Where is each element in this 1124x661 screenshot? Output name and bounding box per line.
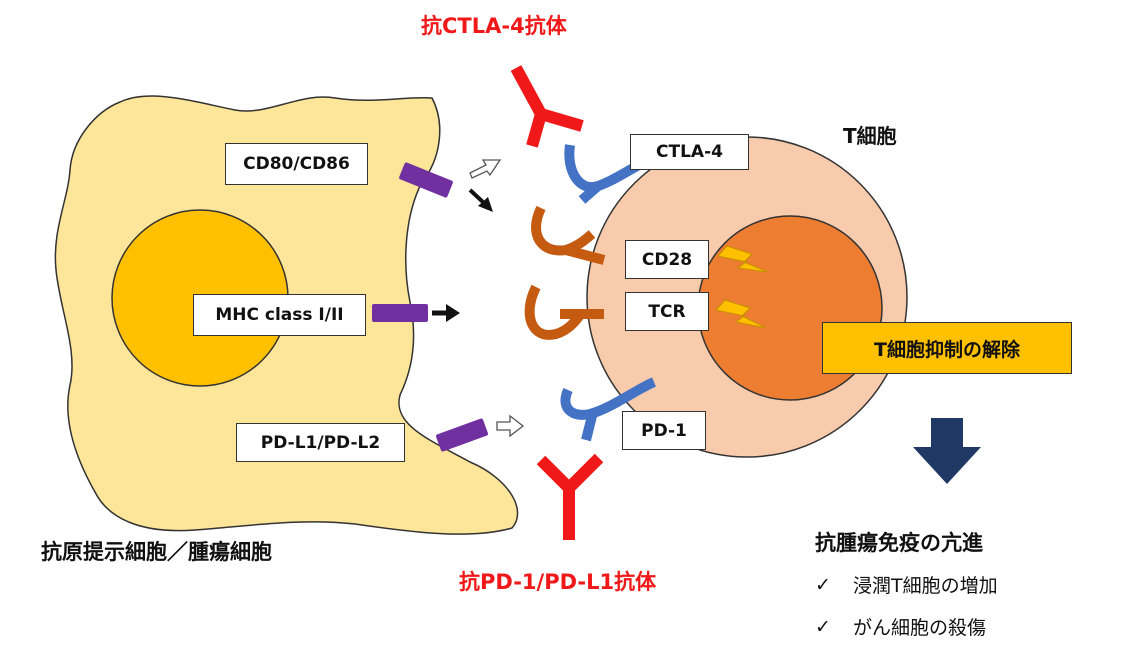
apc-cell-title: 抗原提示細胞／腫瘍細胞 (41, 540, 272, 564)
hollow-arrow-lower (496, 414, 525, 438)
cd80-ligand (399, 162, 453, 198)
lightning-icon (717, 245, 769, 273)
solid-arrow-middle (432, 304, 460, 322)
check-icon: ✓ (815, 573, 831, 596)
anti-pd1-antibody (536, 453, 604, 540)
ctla4-label: CTLA-4 (630, 134, 749, 170)
lightning-icon (715, 299, 767, 329)
mhc-ligand (372, 304, 428, 322)
tcr-label: TCR (625, 292, 709, 331)
outcome-item: ✓ がん細胞の殺傷 (815, 613, 986, 640)
cd28-receptor (531, 205, 606, 265)
check-icon: ✓ (815, 615, 831, 638)
outcome-item: ✓ 浸潤T細胞の増加 (815, 571, 998, 598)
outcome-item-text: がん細胞の殺傷 (853, 617, 987, 639)
arrow-down-icon (913, 418, 981, 484)
anti-ctla4-title: 抗CTLA-4抗体 (421, 14, 567, 38)
pdl1-ligand (435, 418, 489, 452)
cd80-label: CD80/CD86 (225, 143, 368, 185)
hollow-arrow-upper (469, 159, 502, 179)
t-cell-title: T細胞 (843, 124, 897, 148)
solid-arrow-upper (468, 188, 493, 212)
release-banner: T細胞抑制の解除 (822, 322, 1072, 374)
pd1-receptor (560, 377, 657, 442)
tcr-receptor (524, 284, 604, 340)
pdl1-label: PD-L1/PD-L2 (236, 423, 405, 462)
anti-ctla4-antibody (510, 65, 584, 148)
anti-pd1-title: 抗PD-1/PD-L1抗体 (459, 570, 657, 594)
outcome-item-text: 浸潤T細胞の増加 (853, 575, 998, 597)
mhc-label: MHC class I/II (193, 294, 366, 336)
pd1-label: PD-1 (622, 411, 706, 450)
outcome-title: 抗腫瘍免疫の亢進 (815, 531, 983, 555)
cd28-label: CD28 (625, 240, 709, 279)
